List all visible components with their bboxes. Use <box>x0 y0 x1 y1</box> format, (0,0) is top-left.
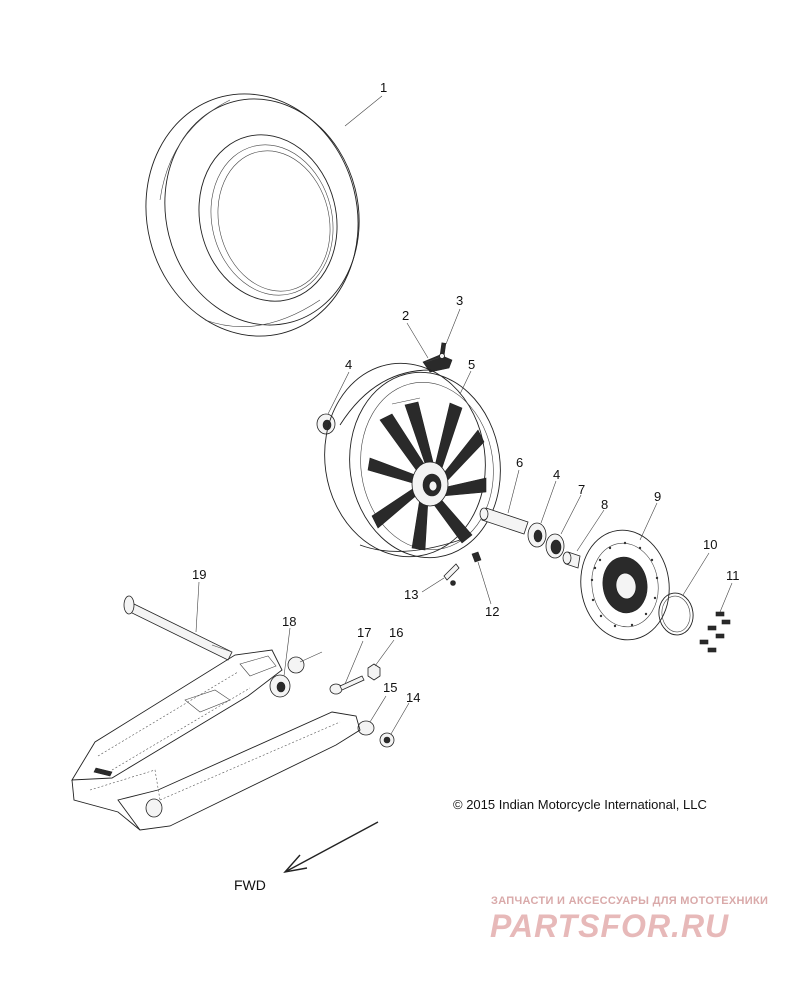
callout-8: 8 <box>601 497 608 512</box>
callout-4-right: 4 <box>553 467 560 482</box>
watermark-brand: PARTSFOR.RU <box>490 908 730 944</box>
watermark-tagline: ЗАПЧАСТИ И АКСЕССУАРЫ ДЛЯ МОТОТЕХНИКИ <box>491 895 769 907</box>
part-14-nut <box>379 732 395 748</box>
callout-4-left: 4 <box>345 357 352 372</box>
fwd-label: FWD <box>234 877 266 893</box>
callout-1: 1 <box>380 80 387 95</box>
part-9-brake-disc <box>580 529 670 641</box>
callout-7: 7 <box>578 482 585 497</box>
part-4-bearing-right <box>527 522 547 548</box>
copyright-notice: © 2015 Indian Motorcycle International, … <box>453 797 707 812</box>
part-16-nut <box>367 663 381 681</box>
part-15-washer <box>357 720 375 736</box>
callout-6: 6 <box>516 455 523 470</box>
tire <box>145 93 360 337</box>
callout-5: 5 <box>468 357 475 372</box>
callout-3: 3 <box>456 293 463 308</box>
part-7-seal <box>545 533 565 559</box>
part-19-axle <box>123 595 233 661</box>
part-12-pin <box>471 551 482 563</box>
part-4-bearing-left <box>316 413 336 435</box>
wheel <box>324 362 501 559</box>
callout-10: 10 <box>703 537 717 552</box>
callout-12: 12 <box>485 604 499 619</box>
callout-labels: 1 2 3 4 5 6 4 7 8 9 10 11 12 13 14 15 16… <box>192 80 740 705</box>
part-6-spacer <box>479 507 529 535</box>
callout-14: 14 <box>406 690 420 705</box>
callout-9: 9 <box>654 489 661 504</box>
swingarm <box>71 649 361 831</box>
part-8-spacer <box>562 551 581 569</box>
callout-19: 19 <box>192 567 206 582</box>
callout-18: 18 <box>282 614 296 629</box>
callout-17: 17 <box>357 625 371 640</box>
callout-16: 16 <box>389 625 403 640</box>
part-11-bolts <box>699 611 731 653</box>
callout-2: 2 <box>402 308 409 323</box>
callout-15: 15 <box>383 680 397 695</box>
fwd-arrow <box>283 821 379 874</box>
part-18-bushing <box>269 651 323 698</box>
leader-lines <box>195 95 733 735</box>
part-3-screw <box>439 342 447 359</box>
part-2-weight <box>422 354 453 373</box>
part-10-ring <box>658 592 694 636</box>
callout-11: 11 <box>726 568 740 583</box>
callout-13: 13 <box>404 587 418 602</box>
part-13-valve <box>443 563 460 586</box>
part-17-adjuster <box>329 675 365 695</box>
